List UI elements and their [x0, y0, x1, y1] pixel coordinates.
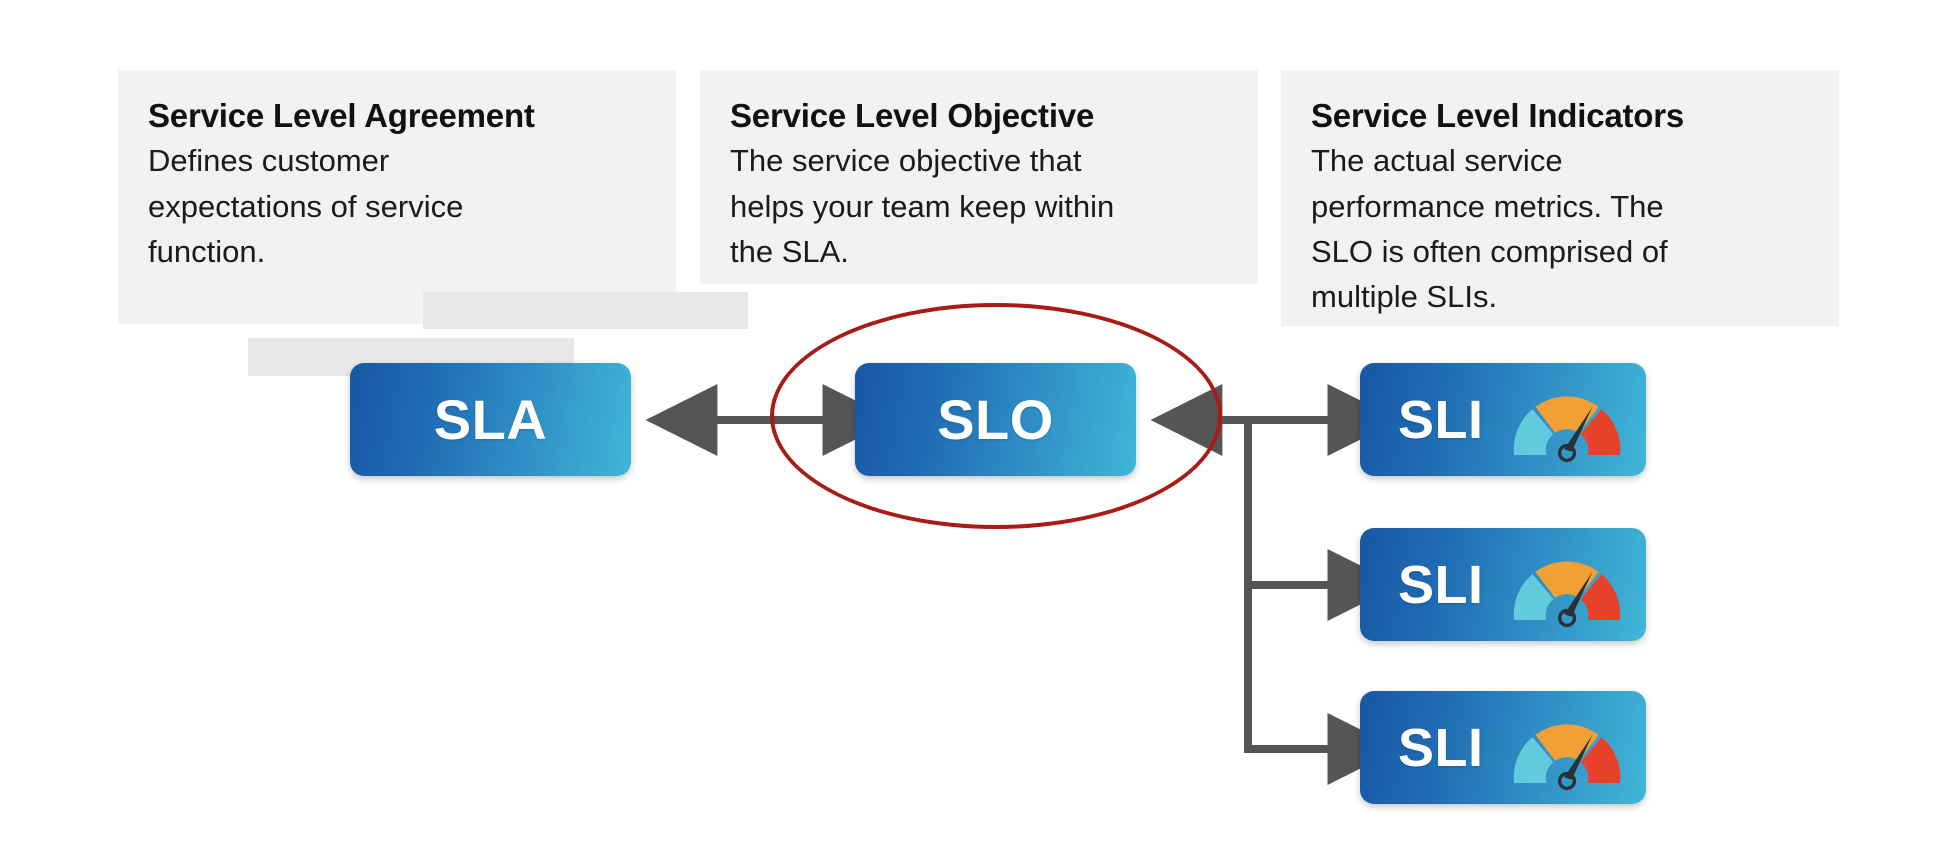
card-body-line: SLO is often comprised of	[1311, 233, 1668, 269]
node-sli-2-label: SLI	[1398, 554, 1484, 615]
card-body-line: helps your team keep within	[730, 188, 1115, 224]
card-body-line: expectations of service	[148, 188, 464, 224]
definition-card-sla: Service Level Agreement Defines customer…	[118, 70, 748, 376]
slo-highlight-ellipse	[770, 303, 1222, 529]
card-body-sla: Defines customer expectations of service…	[148, 138, 646, 274]
node-sli-3-label: SLI	[1398, 717, 1484, 778]
card-body-line: the SLA.	[730, 233, 849, 269]
card-body-sli: The actual service performance metrics. …	[1311, 138, 1809, 319]
node-sla[interactable]: SLA	[350, 363, 631, 476]
redaction-block	[423, 292, 748, 329]
card-title-sla: Service Level Agreement	[148, 97, 535, 134]
node-sli-2[interactable]: SLI	[1360, 528, 1646, 641]
card-body-line: The service objective that	[730, 143, 1082, 179]
card-body-slo: The service objective that helps your te…	[730, 138, 1228, 274]
node-sla-label: SLA	[433, 387, 548, 451]
card-body-line: The actual service	[1311, 143, 1563, 179]
card-title-sli: Service Level Indicators	[1311, 97, 1685, 134]
gauge-icon	[1513, 560, 1621, 627]
gauge-icon	[1513, 395, 1621, 462]
node-sli-1[interactable]: SLI	[1360, 363, 1646, 476]
gauge-icon	[1513, 723, 1621, 790]
node-sli-1-label: SLI	[1398, 389, 1484, 450]
card-body-line: performance metrics. The	[1311, 188, 1664, 224]
definition-card-slo: Service Level Objective The service obje…	[700, 70, 1258, 284]
card-body-line: multiple SLIs.	[1311, 279, 1498, 314]
card-title-slo: Service Level Objective	[730, 97, 1095, 134]
card-body-line: Defines customer	[148, 143, 390, 179]
node-sli-3[interactable]: SLI	[1360, 691, 1646, 804]
definition-card-sli: Service Level Indicators The actual serv…	[1281, 70, 1839, 326]
card-body-line: function.	[148, 233, 266, 269]
